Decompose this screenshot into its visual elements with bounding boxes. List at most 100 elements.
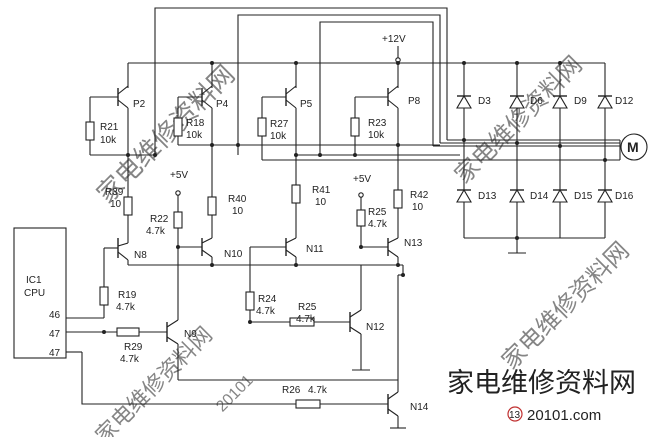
resistor-r19: R19 4.7k: [66, 286, 137, 319]
label-5v-right: +5V: [353, 174, 371, 185]
supply-rail-12v: +12V: [128, 34, 605, 65]
label-r41: R41: [312, 185, 331, 196]
label-r22: R22: [150, 214, 169, 225]
label-r39: R39: [105, 187, 124, 198]
value-r22: 4.7k: [146, 226, 166, 237]
label-r18: R18: [186, 118, 205, 129]
value-r21: 10k: [100, 135, 117, 146]
diode-d12: D12: [597, 94, 634, 109]
label-r25-upper: R25: [368, 207, 387, 218]
label-n10: N10: [224, 249, 243, 260]
value-r25-upper: 4.7k: [368, 219, 388, 230]
value-r25-lower: 4.7k: [296, 314, 316, 325]
label-r23: R23: [368, 118, 387, 129]
diode-d15: D15: [552, 188, 593, 203]
watermark-faint-4: 家电维修资料网: [91, 322, 218, 437]
label-r21: R21: [100, 122, 119, 133]
resistor-r39: R39 10: [105, 155, 133, 243]
label-r26: R26: [282, 385, 301, 396]
resistor-r22: R22 4.7k: [146, 211, 202, 249]
transistor-p4: P4: [178, 63, 229, 145]
label-r42: R42: [410, 190, 429, 201]
transistor-p8: P8: [355, 63, 421, 145]
label-p2: P2: [133, 99, 146, 110]
diode-d6: D6: [509, 94, 543, 109]
ic1-cpu: IC1 CPU 46 47 47: [13, 227, 67, 359]
resistor-r40: R40 10: [207, 145, 247, 238]
resistor-r18: R18 10k: [173, 97, 238, 146]
label-cpu: CPU: [24, 288, 45, 299]
label-r40: R40: [228, 194, 247, 205]
label-12v: +12V: [382, 34, 406, 45]
label-n14: N14: [410, 402, 429, 413]
resistor-r41: R41 10: [291, 155, 331, 238]
diode-bridge: D3 D6 D9 D12 D13 D14: [456, 63, 634, 254]
label-d15: D15: [574, 191, 593, 202]
transistor-n13: N13: [387, 237, 423, 267]
value-r39: 10: [110, 199, 122, 210]
resistor-r27: R27 10k: [257, 97, 289, 160]
transistor-n14: N14: [387, 380, 429, 429]
supply-5v-right: +5V: [353, 174, 371, 210]
resistor-r42: R42 10: [393, 145, 429, 238]
label-n11: N11: [306, 244, 324, 255]
pin-46: 46: [49, 310, 61, 321]
resistor-r21: R21 10k: [85, 97, 155, 156]
pin-47a: 47: [49, 329, 61, 340]
diode-d3: D3: [456, 94, 491, 109]
pin-47b: 47: [49, 348, 61, 359]
label-p4: P4: [216, 99, 229, 110]
resistor-r29: R29 4.7k: [66, 327, 167, 365]
label-d14: D14: [530, 191, 549, 202]
watermark-url: 20101.com: [527, 407, 601, 424]
label-r19: R19: [118, 290, 137, 301]
value-r41: 10: [315, 197, 327, 208]
label-d9: D9: [574, 96, 587, 107]
label-n12: N12: [366, 322, 385, 333]
transistor-n11: N11: [249, 237, 324, 292]
transistor-n8: N8: [103, 238, 403, 287]
transistor-p2: P2: [90, 63, 146, 155]
label-d13: D13: [478, 191, 497, 202]
label-5v-left: +5V: [170, 170, 188, 181]
label-n9: N9: [184, 329, 197, 340]
value-r19: 4.7k: [116, 302, 136, 313]
label-n13: N13: [404, 238, 423, 249]
supply-5v-left: +5V: [170, 170, 188, 290]
resistor-r25-upper: R25 4.7k: [356, 207, 388, 249]
brand-watermark: 家电维修资料网 13 20101.com: [447, 368, 636, 424]
label-ic1: IC1: [26, 275, 42, 286]
label-n8: N8: [134, 250, 147, 261]
watermark-url-left: 20101: [213, 372, 257, 416]
value-r26: 4.7k: [308, 385, 328, 396]
diode-d14: D14: [509, 188, 549, 203]
label-r27: R27: [270, 119, 289, 130]
top-feedback-wires: [154, 7, 448, 155]
label-motor: M: [627, 139, 639, 155]
label-r25-lower: R25: [298, 302, 317, 313]
collector-node-wires: [126, 139, 620, 161]
value-r23: 10k: [368, 130, 385, 141]
transistor-p5: P5: [262, 63, 313, 155]
value-r27: 10k: [270, 131, 287, 142]
value-r29: 4.7k: [120, 354, 140, 365]
resistor-r24: R24 4.7k: [245, 291, 290, 324]
resistor-r23: R23 10k: [350, 97, 387, 155]
label-p8: P8: [408, 96, 421, 107]
transistor-n9: N9: [166, 290, 398, 381]
label-r24: R24: [258, 294, 277, 305]
emitter-return: [397, 265, 405, 380]
value-r18: 10k: [186, 130, 203, 141]
label-d3: D3: [478, 96, 491, 107]
resistor-r25-lower: R25 4.7k: [289, 302, 350, 327]
watermark-brand: 家电维修资料网: [447, 368, 636, 398]
value-r24: 4.7k: [256, 306, 276, 317]
label-p5: P5: [300, 99, 313, 110]
diode-d16: D16: [597, 188, 634, 203]
transistor-n12: N12: [349, 265, 385, 371]
resistor-r26: R26 4.7k: [66, 351, 388, 409]
label-d12: D12: [615, 96, 634, 107]
label-d6: D6: [530, 96, 543, 107]
label-r29: R29: [124, 342, 143, 353]
diode-d13: D13: [456, 188, 497, 203]
